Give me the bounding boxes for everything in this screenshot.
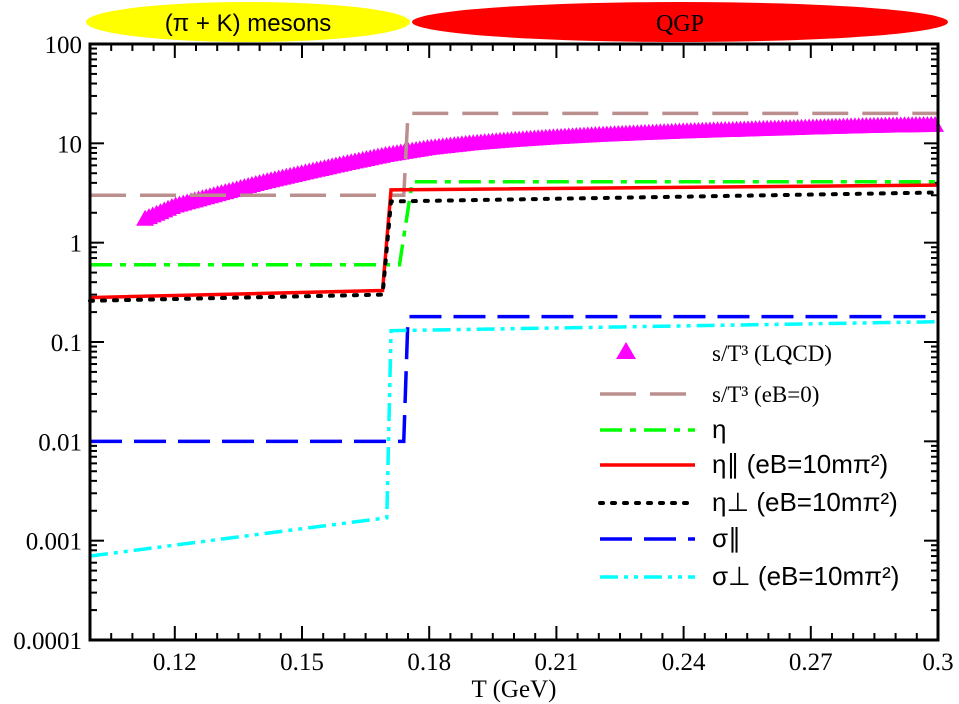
- plot-frame: [88, 42, 940, 642]
- legend-item: η⊥ (eB=10mπ²): [598, 487, 898, 517]
- x-tick-label: 0.21: [535, 649, 579, 676]
- x-tick-label: 0.27: [789, 649, 833, 676]
- legend-marker: [616, 342, 636, 359]
- y-tick-label: 0.001: [26, 529, 82, 556]
- legend-item: σ⊥ (eB=10mπ²): [600, 561, 899, 591]
- y-tick-label: 0.0001: [13, 628, 82, 655]
- series-line: [90, 314, 938, 444]
- x-axis-title: T (GeV): [472, 676, 557, 703]
- y-tick-label: 0.1: [51, 330, 82, 357]
- x-tick-label: 0.3: [922, 649, 953, 676]
- x-tick-label: 0.15: [280, 649, 324, 676]
- series-layer: [88, 111, 945, 558]
- legend-label: η∥ (eB=10mπ²): [712, 449, 888, 479]
- series-line: [90, 111, 938, 198]
- lqcd-marker: [926, 115, 945, 132]
- x-tick-label: 0.24: [662, 649, 706, 676]
- legend-label: s/T³ (eB=0): [712, 382, 819, 407]
- series-0: [136, 115, 945, 226]
- y-tick-label: 10: [57, 131, 82, 158]
- legend-label: s/T³ (LQCD): [712, 341, 832, 366]
- y-tick-label: 0.01: [38, 429, 82, 456]
- phase-band-qgp-label: QGP: [656, 11, 704, 37]
- phase-band-qgp: [412, 2, 948, 42]
- series-4: [88, 190, 940, 303]
- x-tick-label: 0.12: [153, 649, 197, 676]
- series-line: [89, 319, 939, 558]
- legend-item: σ∥: [600, 523, 741, 553]
- x-tick-label: 0.18: [407, 649, 451, 676]
- y-tick-label: 100: [45, 32, 83, 59]
- series-5: [90, 314, 938, 444]
- legend-label: η⊥ (eB=10mπ²): [712, 487, 898, 517]
- series-1: [90, 111, 938, 198]
- legend-item: s/T³ (eB=0): [600, 382, 819, 407]
- legend-item: η∥ (eB=10mπ²): [600, 449, 888, 479]
- legend-label: η: [712, 414, 726, 444]
- legend-label: σ⊥ (eB=10mπ²): [712, 561, 899, 591]
- legend-label: σ∥: [712, 523, 741, 553]
- legend-item: s/T³ (LQCD): [616, 341, 832, 366]
- y-tick-label: 1: [70, 231, 83, 258]
- axis-tick-labels: 0.12 0.15 0.18 0.21 0.24 0.27 0.3 0.0001 0.001 0.…: [13, 32, 953, 676]
- phase-band-hadron-label: (π + K) mesons: [165, 10, 332, 37]
- series-6: [89, 319, 939, 558]
- series-line: [88, 190, 940, 303]
- phase-band-hadron: [86, 2, 410, 42]
- legend-item: η: [600, 414, 726, 444]
- legend: s/T³ (LQCD) s/T³ (eB=0) η η∥ (eB=10mπ²) η⊥ (…: [598, 341, 899, 591]
